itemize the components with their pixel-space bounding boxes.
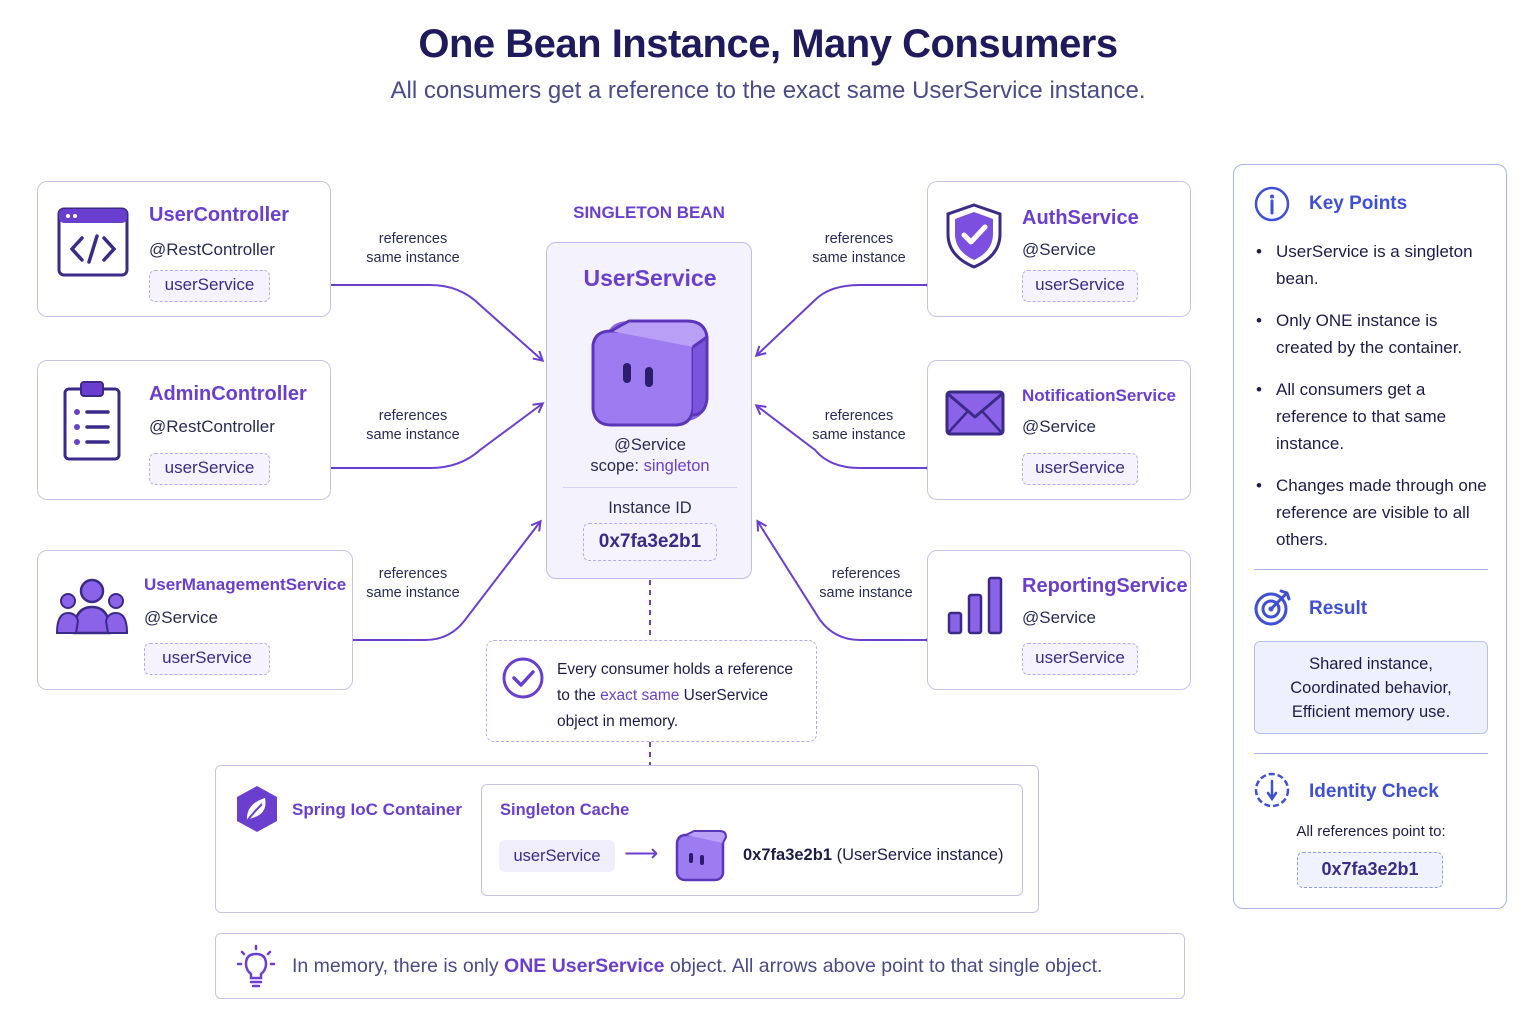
divider: [1254, 569, 1488, 570]
consumer-name: AdminController: [149, 383, 307, 405]
cache-arrow: ⟶: [624, 840, 659, 867]
page-title: One Bean Instance, Many Consumers: [418, 22, 1118, 66]
cube-icon: [589, 315, 711, 427]
key-points-title: Key Points: [1309, 193, 1408, 214]
consumer-annotation: @RestController: [149, 417, 275, 436]
consumer-card-reportingservice[interactable]: ReportingService @Service userService: [927, 550, 1191, 690]
bean-scope: scope: singleton: [590, 457, 710, 475]
key-point: UserService is a singleton bean.: [1254, 238, 1494, 292]
note-line: object in memory.: [557, 713, 679, 730]
cache-title: Singleton Cache: [500, 801, 630, 819]
consumer-name: UserController: [149, 204, 290, 226]
singleton-cache: Singleton Cache userService ⟶ 0x7fa3e2b1…: [481, 784, 1023, 896]
consumer-annotation: @RestController: [149, 240, 275, 259]
cache-value: 0x7fa3e2b1 (UserService instance): [743, 846, 1004, 864]
userservice-field[interactable]: userService: [1022, 453, 1138, 485]
key-points-list: UserService is a singleton bean. Only ON…: [1254, 238, 1494, 568]
instance-id-value: 0x7fa3e2b1: [583, 523, 717, 561]
userservice-field[interactable]: userService: [149, 453, 270, 485]
info-icon: [1253, 185, 1291, 223]
consumer-name: ReportingService: [1022, 575, 1188, 597]
envelope-icon: [944, 389, 1006, 437]
reference-note: Every consumer holds a reference to the …: [486, 640, 817, 742]
result-title: Result: [1309, 598, 1368, 619]
bar-chart-icon: [946, 575, 1004, 635]
arrow-authservice: [757, 285, 927, 355]
footer-banner: In memory, there is only ONE UserService…: [215, 933, 1185, 999]
check-circle-icon: [501, 656, 545, 700]
key-point: Only ONE instance is created by the cont…: [1254, 307, 1494, 361]
bean-name: UserService: [583, 265, 717, 291]
arrow-usermanagement: [352, 522, 540, 641]
identity-title: Identity Check: [1309, 781, 1439, 802]
cache-key: userService: [499, 840, 615, 872]
key-point: All consumers get a reference to that sa…: [1254, 376, 1494, 457]
arrow-reportingservice: [758, 522, 927, 640]
userservice-field[interactable]: userService: [149, 270, 270, 302]
result-line: Shared instance,: [1309, 655, 1433, 673]
shield-check-icon: [944, 202, 1004, 270]
arrow-admincontroller: [294, 404, 542, 469]
consumer-card-usercontroller[interactable]: UserController @RestController userServi…: [37, 181, 331, 317]
consumer-annotation: @Service: [1022, 417, 1096, 436]
arrow-usercontroller: [294, 284, 542, 360]
container-title: Spring IoC Container: [292, 800, 462, 819]
consumer-annotation: @Service: [144, 608, 218, 627]
userservice-bean-card[interactable]: UserService @Service scope: singleton In…: [546, 242, 752, 579]
cube-icon: [674, 829, 728, 883]
result-line: Coordinated behavior,: [1290, 679, 1452, 697]
target-icon: [1253, 587, 1293, 627]
note-line: Every consumer holds a reference: [557, 661, 794, 678]
identity-caption: All references point to:: [1296, 823, 1446, 840]
consumer-card-usermanagementservice[interactable]: UserManagementService @Service userServi…: [37, 550, 353, 690]
spring-ioc-container: Spring IoC Container Singleton Cache use…: [215, 765, 1039, 913]
userservice-field[interactable]: userService: [1022, 643, 1138, 675]
bean-annotation: @Service: [614, 436, 686, 454]
clipboard-list-icon: [62, 379, 122, 463]
key-point: Changes made through one reference are v…: [1254, 472, 1494, 553]
arrow-notificationservice: [757, 406, 927, 468]
consumer-card-authservice[interactable]: AuthService @Service userService: [927, 181, 1191, 317]
consumer-name: UserManagementService: [144, 575, 347, 594]
code-window-icon: [56, 206, 130, 278]
consumer-name: NotificationService: [1022, 386, 1176, 405]
compass-icon: [1253, 771, 1291, 809]
userservice-field[interactable]: userService: [144, 643, 270, 675]
key-points-panel: Key Points UserService is a singleton be…: [1233, 164, 1507, 909]
consumer-card-notificationservice[interactable]: NotificationService @Service userService: [927, 360, 1191, 500]
lightbulb-icon: [236, 944, 276, 990]
note-line: to the exact same UserService: [557, 687, 769, 704]
divider: [1254, 753, 1488, 754]
instance-id-label: Instance ID: [608, 499, 692, 517]
consumer-annotation: @Service: [1022, 608, 1096, 627]
result-box: Shared instance, Coordinated behavior, E…: [1254, 641, 1488, 734]
divider: [563, 487, 737, 488]
singleton-bean-label: SINGLETON BEAN: [573, 203, 725, 222]
consumer-annotation: @Service: [1022, 240, 1096, 259]
userservice-field[interactable]: userService: [1022, 270, 1138, 302]
page-subtitle: All consumers get a reference to the exa…: [390, 77, 1146, 104]
identity-value: 0x7fa3e2b1: [1297, 852, 1443, 888]
result-line: Efficient memory use.: [1291, 703, 1451, 721]
consumer-card-admincontroller[interactable]: AdminController @RestController userServ…: [37, 360, 331, 500]
users-group-icon: [56, 577, 128, 635]
consumer-name: AuthService: [1022, 207, 1139, 229]
footer-text: In memory, there is only ONE UserService…: [292, 955, 1103, 977]
spring-leaf-icon: [232, 784, 282, 834]
